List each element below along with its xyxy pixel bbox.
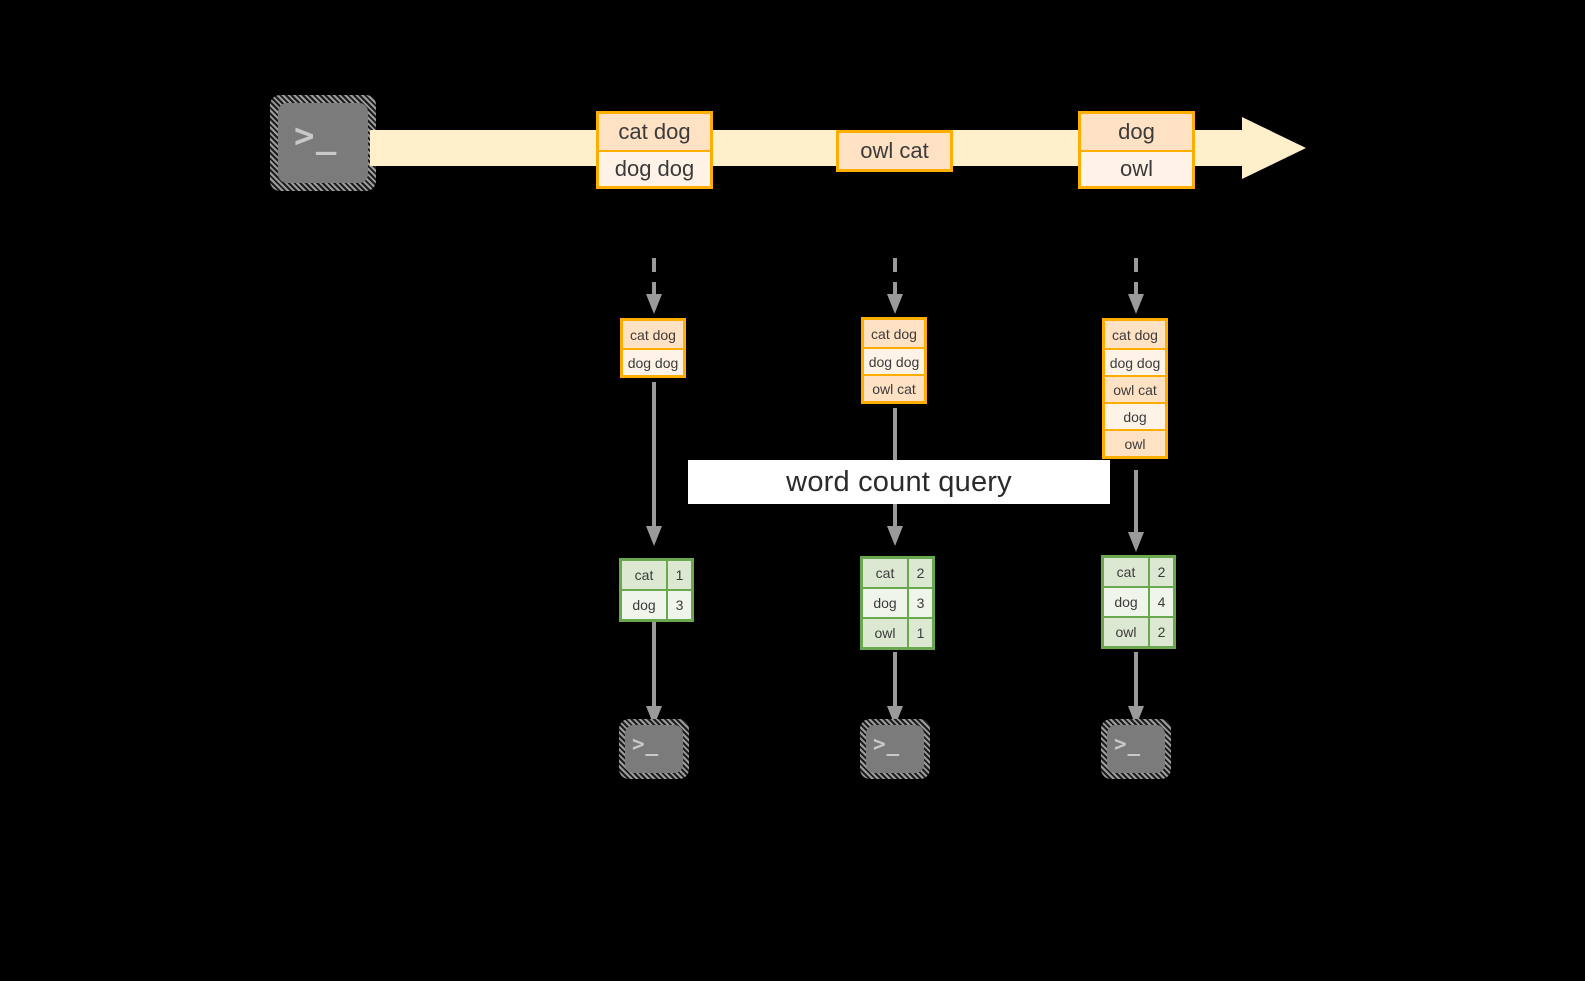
result-word: dog (622, 591, 666, 619)
snapshot-input-row: dog (1105, 402, 1165, 429)
snapshot-1-input-table[interactable]: cat dog dog dog (620, 318, 686, 378)
snapshot-1-result-table[interactable]: cat 1 dog 3 (619, 558, 694, 622)
result-row: cat 2 (1104, 558, 1173, 586)
result-count: 3 (666, 591, 691, 619)
terminal-icon-source[interactable]: >_ (270, 95, 376, 191)
stream-message-3[interactable]: dog owl (1078, 111, 1195, 189)
snapshot-input-row: owl cat (1105, 375, 1165, 402)
result-count: 2 (907, 559, 932, 587)
dashed-arrow-snapshot-3 (1127, 258, 1145, 316)
snapshot-input-row: owl (1105, 429, 1165, 456)
result-word: dog (863, 589, 907, 617)
terminal-icon-sink-2[interactable]: >_ (860, 719, 930, 779)
result-row: owl 2 (1104, 616, 1173, 646)
stream-message-2[interactable]: owl cat (836, 130, 953, 172)
result-count: 3 (907, 589, 932, 617)
result-count: 2 (1148, 558, 1173, 586)
sink-arrow-snapshot-3 (1127, 652, 1145, 728)
snapshot-2-input-table[interactable]: cat dog dog dog owl cat (861, 317, 927, 404)
result-count: 2 (1148, 618, 1173, 646)
snapshot-input-row: dog dog (623, 348, 683, 375)
result-word: owl (1104, 618, 1148, 646)
snapshot-input-row: dog dog (1105, 348, 1165, 375)
sink-arrow-snapshot-2 (886, 652, 904, 728)
terminal-prompt-glyph: >_ (294, 116, 338, 156)
snapshot-2-result-table[interactable]: cat 2 dog 3 owl 1 (860, 556, 935, 650)
snapshot-3-input-table[interactable]: cat dog dog dog owl cat dog owl (1102, 318, 1168, 459)
terminal-screen (1107, 725, 1165, 773)
stream-message-line: dog (1081, 114, 1192, 150)
stream-message-line: dog dog (599, 150, 710, 186)
result-row: dog 4 (1104, 586, 1173, 616)
terminal-icon-sink-3[interactable]: >_ (1101, 719, 1171, 779)
result-word: owl (863, 619, 907, 647)
snapshot-3-result-table[interactable]: cat 2 dog 4 owl 2 (1101, 555, 1176, 649)
result-row: dog 3 (863, 587, 932, 617)
query-arrow-snapshot-1 (645, 382, 663, 548)
terminal-screen (278, 103, 368, 183)
query-banner: word count query (688, 460, 1110, 504)
result-count: 4 (1148, 588, 1173, 616)
snapshot-input-row: cat dog (623, 321, 683, 348)
snapshot-input-row: cat dog (1105, 321, 1165, 348)
result-word: cat (622, 561, 666, 589)
sink-arrow-snapshot-1 (645, 622, 663, 728)
result-row: dog 3 (622, 589, 691, 619)
dashed-arrow-snapshot-2 (886, 258, 904, 316)
stream-message-1[interactable]: cat dog dog dog (596, 111, 713, 189)
result-word: dog (1104, 588, 1148, 616)
snapshot-input-row: owl cat (864, 374, 924, 401)
dashed-arrow-snapshot-1 (645, 258, 663, 316)
query-arrow-snapshot-3 (1127, 470, 1145, 554)
result-word: cat (1104, 558, 1148, 586)
snapshot-input-row: cat dog (864, 320, 924, 347)
stream-message-line: owl (1081, 150, 1192, 186)
terminal-screen (866, 725, 924, 773)
stream-message-line: cat dog (599, 114, 710, 150)
result-row: cat 1 (622, 561, 691, 589)
result-row: cat 2 (863, 559, 932, 587)
terminal-icon-sink-1[interactable]: >_ (619, 719, 689, 779)
result-word: cat (863, 559, 907, 587)
terminal-prompt-glyph: >_ (632, 732, 659, 756)
terminal-prompt-glyph: >_ (1114, 732, 1141, 756)
terminal-prompt-glyph: >_ (873, 732, 900, 756)
result-count: 1 (907, 619, 932, 647)
result-count: 1 (666, 561, 691, 589)
terminal-screen (625, 725, 683, 773)
stream-message-line: owl cat (839, 133, 950, 169)
result-row: owl 1 (863, 617, 932, 647)
snapshot-input-row: dog dog (864, 347, 924, 374)
query-label: word count query (786, 465, 1012, 498)
